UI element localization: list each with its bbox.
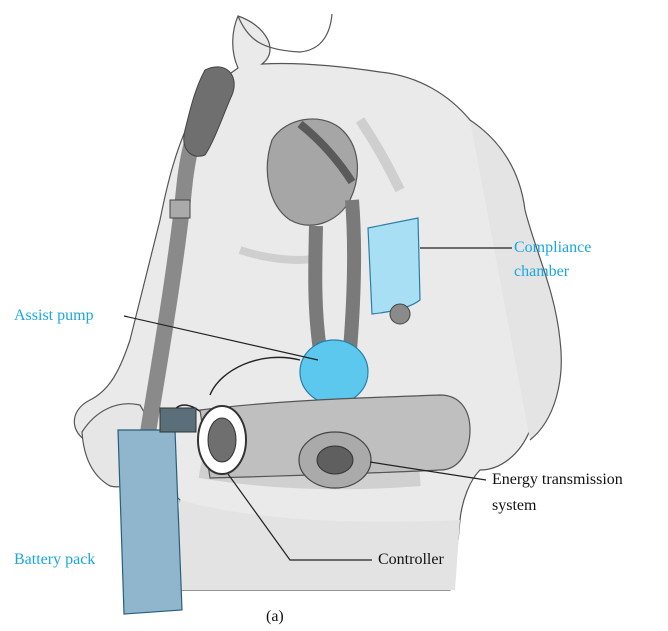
compliance-chamber xyxy=(368,218,420,314)
battery-pack xyxy=(118,430,182,614)
battery-top xyxy=(160,408,196,432)
strap-buckle xyxy=(170,200,190,218)
label-assist-pump: Assist pump xyxy=(14,306,94,326)
assist-pump xyxy=(300,340,368,404)
controller-center xyxy=(208,418,236,462)
label-controller: Controller xyxy=(378,550,444,570)
caption: (a) xyxy=(266,607,284,627)
inflow-cannula xyxy=(315,226,320,350)
label-energy-line1: Energy transmission xyxy=(492,470,623,490)
label-battery-pack: Battery pack xyxy=(14,550,95,570)
label-energy-line2: system xyxy=(492,496,536,516)
label-compliance-line1: Compliance xyxy=(514,238,591,258)
coil-center xyxy=(317,446,353,474)
label-compliance-line2: chamber xyxy=(514,262,569,282)
chamber-port xyxy=(390,304,410,324)
outflow-cannula xyxy=(350,200,354,350)
